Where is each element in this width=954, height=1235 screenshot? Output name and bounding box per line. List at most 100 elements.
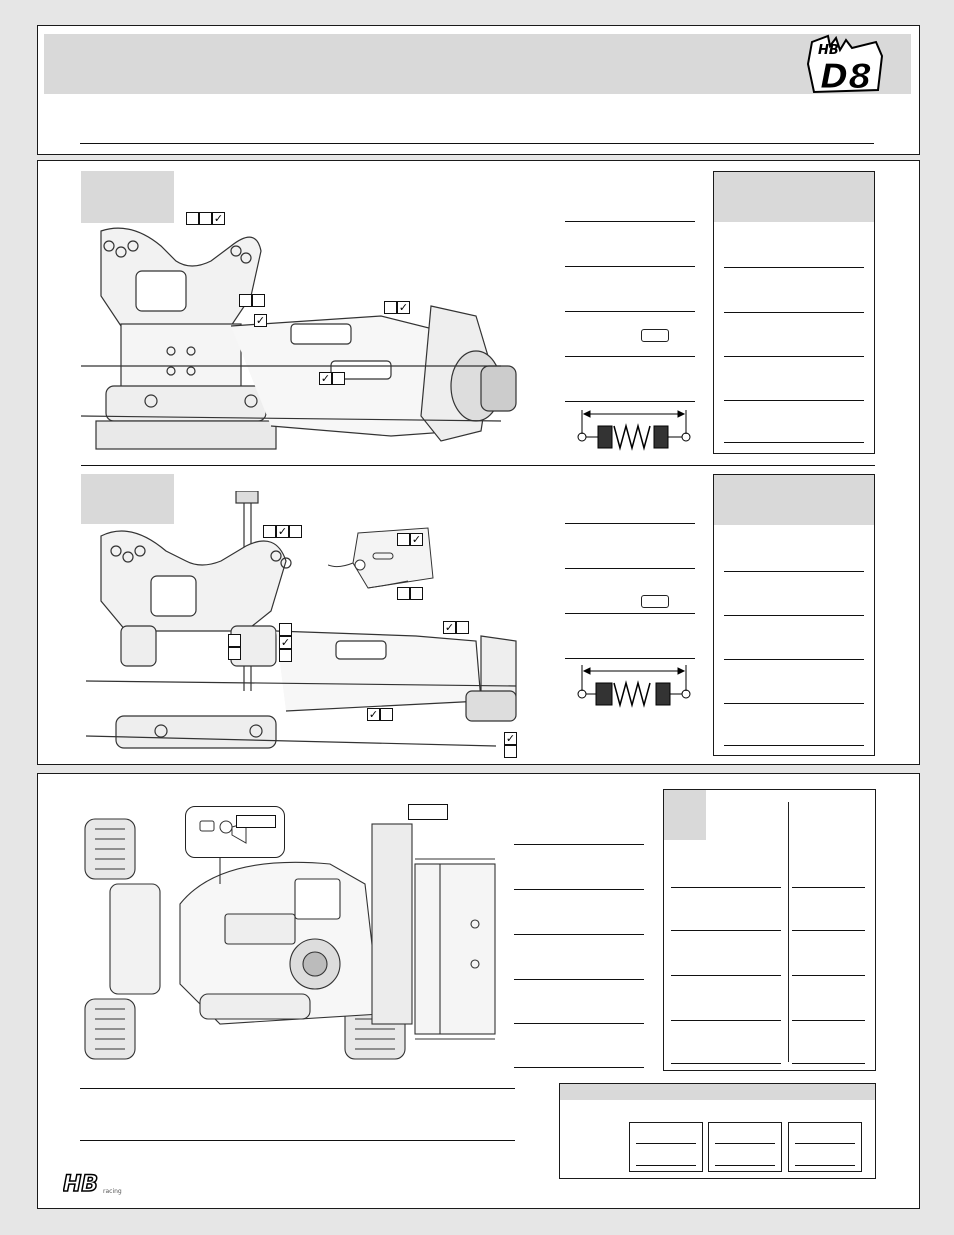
chassis-field-3[interactable] <box>514 934 644 935</box>
rear-column-check-1[interactable] <box>228 634 241 647</box>
rear-field-4[interactable] <box>565 658 695 659</box>
notes-line-2[interactable] <box>80 1140 515 1141</box>
rear-field-2[interactable] <box>565 568 695 569</box>
chassis-field-4[interactable] <box>514 979 644 980</box>
rear-tower-check-3[interactable] <box>289 525 302 538</box>
chassis-field-6[interactable] <box>514 1067 644 1068</box>
chassis-setting-line-10[interactable] <box>792 1063 865 1064</box>
chassis-field-5[interactable] <box>514 1023 644 1024</box>
front-mid-tower-check-1[interactable] <box>239 294 252 307</box>
rear-hub-check-2[interactable] <box>504 745 517 758</box>
logo-prefix: HB <box>818 43 839 58</box>
front-setting-line-1[interactable] <box>724 267 864 268</box>
tire-cell-1-line-1[interactable] <box>636 1143 696 1144</box>
rear-plate-bottom-check-2[interactable] <box>410 587 423 600</box>
front-mid-tower-check-2[interactable] <box>252 294 265 307</box>
rear-plate-top-check-2[interactable]: ✓ <box>410 533 423 546</box>
chassis-panel: HB racing <box>37 773 920 1209</box>
suspension-panel: ✓ ✓ ✓ ✓ <box>37 160 920 765</box>
tire-cell-2-line-1[interactable] <box>715 1143 775 1144</box>
front-field-1[interactable] <box>565 221 695 222</box>
chassis-setting-line-9[interactable] <box>792 1020 865 1021</box>
tire-cell-1-line-2[interactable] <box>636 1165 696 1166</box>
front-field-3[interactable] <box>565 311 695 312</box>
rear-column-check-2[interactable] <box>228 647 241 660</box>
chassis-setting-line-6[interactable] <box>792 887 865 888</box>
chassis-field-1[interactable] <box>514 844 644 845</box>
d8-logo: HB D8 <box>806 34 886 98</box>
rear-shock-oil-box <box>641 595 669 608</box>
rear-setting-box <box>713 474 875 756</box>
front-lower-arm-check-1[interactable]: ✓ <box>319 372 332 385</box>
front-setting-line-3[interactable] <box>724 356 864 357</box>
front-field-2[interactable] <box>565 266 695 267</box>
front-field-5[interactable] <box>565 401 695 402</box>
chassis-setting-line-3[interactable] <box>671 975 781 976</box>
front-field-4[interactable] <box>565 356 695 357</box>
front-upper-arm-check-1[interactable] <box>384 301 397 314</box>
chassis-setting-header <box>664 790 706 840</box>
chassis-field-2[interactable] <box>514 889 644 890</box>
front-setting-header <box>714 172 874 222</box>
header-divider <box>80 143 874 144</box>
header-panel: HB D8 <box>37 25 920 155</box>
rear-setting-header <box>714 475 874 525</box>
title-bar <box>44 34 911 94</box>
footer-logo-text: HB <box>63 1172 98 1197</box>
rear-label-box <box>81 474 174 524</box>
front-top-tower-check-1[interactable] <box>186 212 199 225</box>
rear-plate-bottom-check-1[interactable] <box>397 587 410 600</box>
rear-upper-arm-check-2[interactable] <box>456 621 469 634</box>
chassis-setting-line-7[interactable] <box>792 930 865 931</box>
front-suspension-diagram <box>80 216 541 461</box>
chassis-setting-line-8[interactable] <box>792 975 865 976</box>
front-setting-line-5[interactable] <box>724 442 864 443</box>
front-lower-arm-check-2[interactable] <box>332 372 345 385</box>
tire-cell-3-line-2[interactable] <box>795 1165 855 1166</box>
tire-box-header <box>560 1084 875 1100</box>
front-mid-tower-check-3[interactable]: ✓ <box>254 314 267 327</box>
tire-cell-3-line-1[interactable] <box>795 1143 855 1144</box>
rear-upper-arm-check-1[interactable]: ✓ <box>443 621 456 634</box>
front-upper-arm-check-2[interactable]: ✓ <box>397 301 410 314</box>
rear-lower-arm-check-2[interactable] <box>380 708 393 721</box>
tire-cell-2-line-2[interactable] <box>715 1165 775 1166</box>
front-setting-line-2[interactable] <box>724 312 864 313</box>
front-rear-divider <box>81 465 875 466</box>
front-top-tower-check-2[interactable] <box>199 212 212 225</box>
rear-plate-top-check-1[interactable] <box>397 533 410 546</box>
front-label-box <box>81 171 174 223</box>
chassis-setting-line-5[interactable] <box>671 1063 781 1064</box>
rear-lower-arm-check-1[interactable]: ✓ <box>367 708 380 721</box>
chassis-setting-line-1[interactable] <box>671 887 781 888</box>
rear-field-1[interactable] <box>565 523 695 524</box>
servo-label-box <box>236 815 276 828</box>
rear-column-check-5[interactable] <box>279 649 292 662</box>
rear-hub-check-1[interactable]: ✓ <box>504 732 517 745</box>
rear-tower-check-2[interactable]: ✓ <box>276 525 289 538</box>
rear-setting-line-5[interactable] <box>724 745 864 746</box>
chassis-setting-line-2[interactable] <box>671 930 781 931</box>
rear-field-3[interactable] <box>565 613 695 614</box>
chassis-setting-line-4[interactable] <box>671 1020 781 1021</box>
servo-inset <box>185 806 285 858</box>
rear-tower-check-1[interactable] <box>263 525 276 538</box>
rear-column-check-4[interactable]: ✓ <box>279 636 292 649</box>
rear-setting-line-4[interactable] <box>724 703 864 704</box>
footer-logo-subtext: racing <box>103 1188 122 1195</box>
rear-setting-line-2[interactable] <box>724 615 864 616</box>
tire-cell-2 <box>708 1122 782 1172</box>
rear-suspension-diagram <box>85 490 546 756</box>
rear-column-check-3[interactable] <box>279 623 292 636</box>
front-shock-length-diagram <box>576 406 694 451</box>
rear-setting-line-3[interactable] <box>724 659 864 660</box>
front-top-tower-check-3[interactable]: ✓ <box>212 212 225 225</box>
rear-setting-line-1[interactable] <box>724 571 864 572</box>
tire-box <box>559 1083 876 1179</box>
notes-line-1[interactable] <box>80 1088 515 1089</box>
chassis-top-view-diagram <box>80 804 540 1064</box>
front-setting-box <box>713 171 875 454</box>
logo-text: D8 <box>820 57 872 96</box>
hb-racing-logo: HB racing <box>62 1169 143 1199</box>
front-setting-line-4[interactable] <box>724 400 864 401</box>
